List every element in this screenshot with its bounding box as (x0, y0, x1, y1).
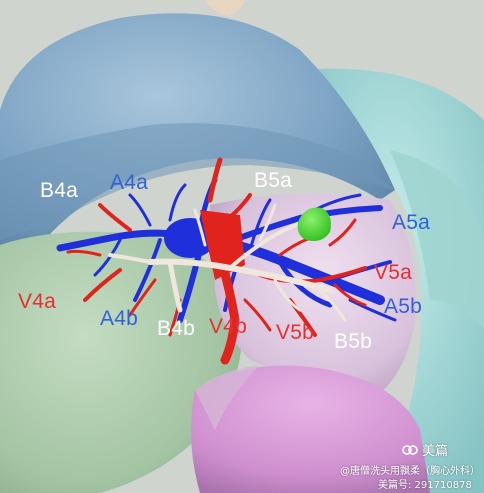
label-v5a: V5a (374, 261, 412, 284)
lower-green-lobe (0, 231, 243, 493)
watermark-brand: 美篇 (422, 444, 449, 459)
meipian-logo-icon (402, 443, 418, 457)
label-a5b: A5b (384, 295, 422, 318)
label-b4a: B4a (40, 179, 78, 202)
watermark-id: 美篇号: 291710878 (378, 480, 472, 491)
label-a4a: A4a (110, 171, 148, 194)
label-v4b: V4b (209, 315, 247, 338)
label-b5b: B5b (334, 330, 372, 353)
label-a5a: A5a (392, 211, 430, 234)
teal-lobe-fold (390, 150, 484, 330)
label-b5a: B5a (254, 169, 292, 192)
bottom-pink-lobe (191, 365, 430, 493)
label-a4b: A4b (100, 307, 138, 330)
label-b4b: B4b (157, 317, 195, 340)
tumor-nodule (297, 207, 331, 241)
upper-lobe-fissure (0, 123, 395, 240)
artery-trunk (164, 218, 216, 258)
watermark-author: @唐僧洗头用飘柔（胸心外科） (340, 466, 480, 477)
label-v4a: V4a (18, 290, 56, 313)
watermark-logo: 美篇 (402, 440, 448, 459)
bottom-lobe-highlight (195, 365, 260, 430)
label-v5b: V5b (276, 321, 314, 344)
trachea-stump (205, 0, 245, 16)
airway-tree (108, 203, 347, 322)
